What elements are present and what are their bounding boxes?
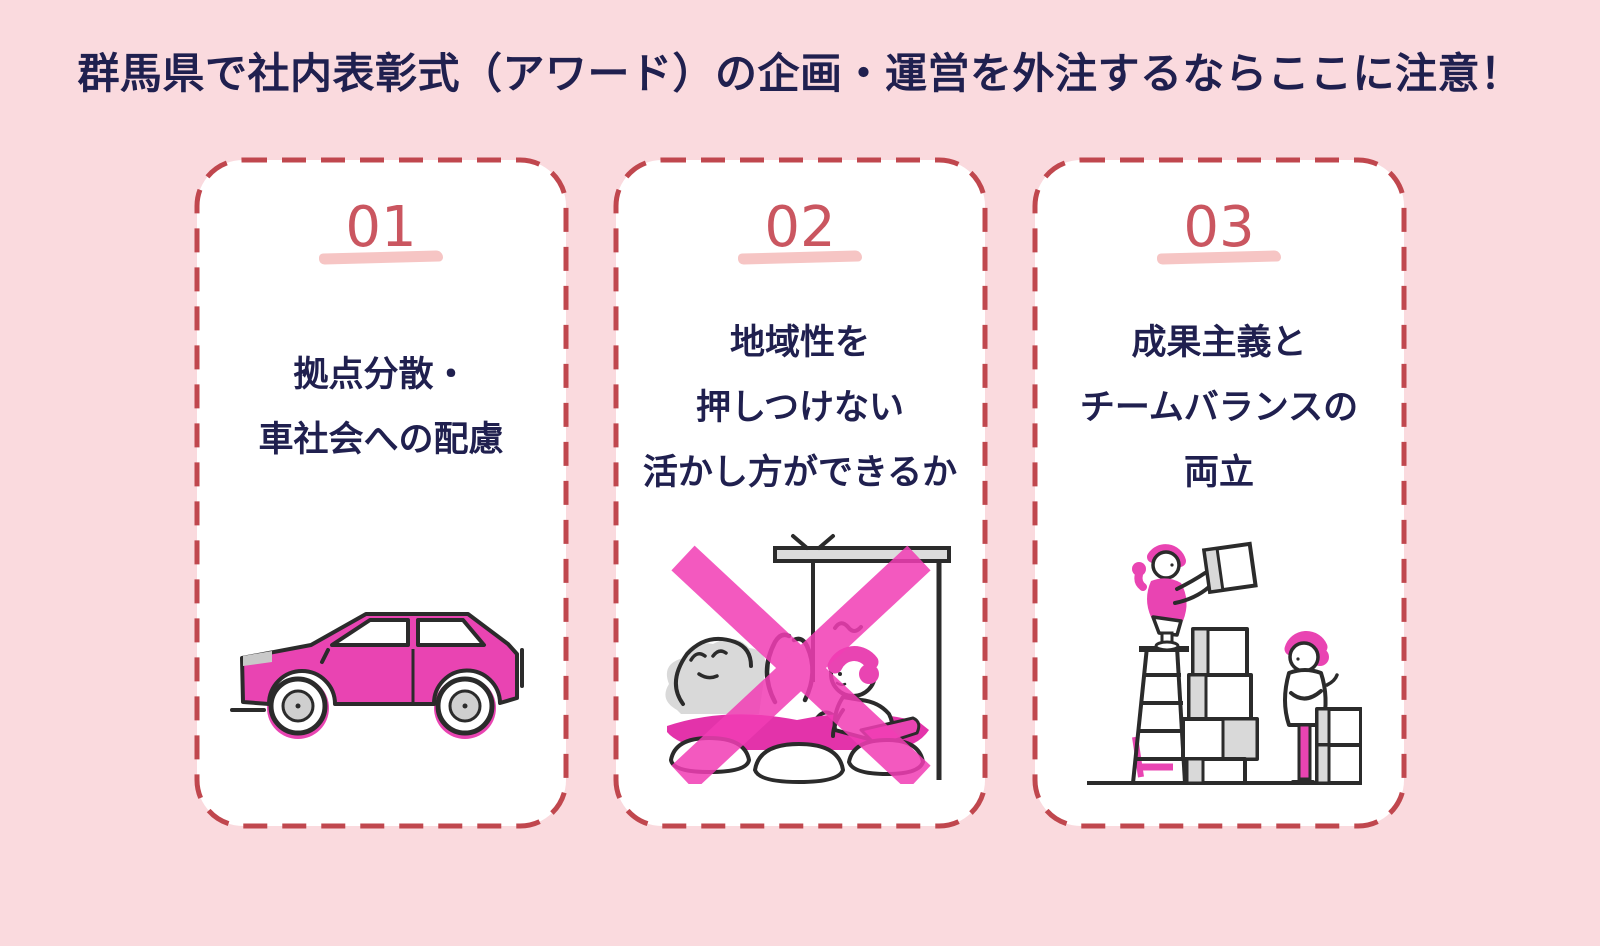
card-2: 02 地域性を 押しつけない 活かし方ができるか — [613, 157, 988, 829]
card-3-number: 03 — [1183, 194, 1255, 260]
card-2-number: 02 — [764, 194, 836, 260]
people-stacking-boxes-illustration — [1086, 541, 1362, 786]
card-1: 01 拠点分散・ 車社会への配慮 — [194, 157, 569, 829]
card-3-line-2: チームバランスの — [1079, 387, 1359, 428]
onsen-crossed-out-illustration — [665, 534, 951, 785]
card-1-line-1: 拠点分散・ — [293, 355, 469, 396]
card-1-line-2: 車社会への配慮 — [258, 420, 504, 461]
card-1-text: 拠点分散・ 車社会への配慮 — [258, 303, 503, 513]
card-2-line-1: 地域性を — [729, 322, 870, 363]
card-3: 03 成果主義と チームバランスの 両立 — [1032, 157, 1407, 829]
cards-container: 01 拠点分散・ 車社会への配慮 — [0, 157, 1600, 829]
card-1-number: 01 — [345, 194, 417, 260]
car-illustration — [230, 612, 524, 740]
card-3-text: 成果主義と チームバランスの 両立 — [1080, 303, 1358, 513]
card-3-line-3: 両立 — [1183, 452, 1254, 493]
card-3-line-1: 成果主義と — [1131, 322, 1307, 363]
infographic-page: 群馬県で社内表彰式（アワード）の企画・運営を外注するならここに注意！ 01 拠点… — [0, 46, 1600, 829]
page-title: 群馬県で社内表彰式（アワード）の企画・運営を外注するならここに注意！ — [77, 49, 1523, 98]
cross-mark — [671, 545, 931, 785]
card-2-line-2: 押しつけない — [696, 387, 904, 428]
card-2-line-3: 活かし方ができるか — [642, 452, 958, 493]
card-2-text: 地域性を 押しつけない 活かし方ができるか — [643, 303, 957, 513]
